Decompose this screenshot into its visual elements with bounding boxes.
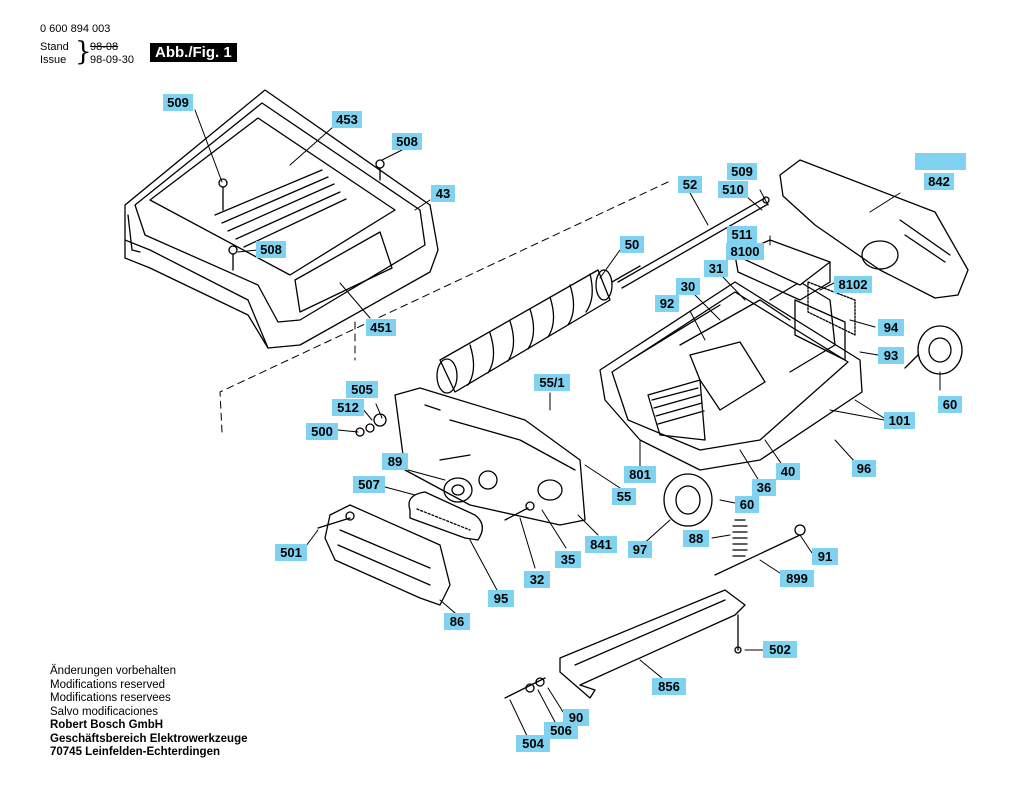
cover-housing — [124, 89, 439, 349]
callout-50[interactable]: 50 — [620, 236, 644, 253]
callout-60[interactable]: 60 — [938, 396, 962, 413]
callout-95[interactable]: 95 — [488, 590, 514, 607]
callout-86[interactable]: 86 — [444, 613, 470, 630]
wheel-front — [663, 473, 713, 527]
callout-453[interactable]: 453 — [332, 111, 362, 128]
callout-505[interactable]: 505 — [346, 381, 378, 398]
callout-93[interactable]: 93 — [878, 347, 904, 364]
callout-blank[interactable] — [915, 153, 966, 170]
screw-502 — [734, 614, 742, 654]
callout-511[interactable]: 511 — [727, 226, 757, 243]
callout-801[interactable]: 801 — [624, 466, 656, 483]
callout-89[interactable]: 89 — [382, 453, 408, 470]
callout-52[interactable]: 52 — [678, 176, 702, 193]
callout-55[interactable]: 55 — [612, 488, 636, 505]
callout-451[interactable]: 451 — [366, 319, 396, 336]
footer-notes: Änderungen vorbehalten Modifications res… — [50, 665, 248, 760]
spring-88 — [732, 519, 748, 557]
callout-504[interactable]: 504 — [516, 735, 550, 752]
callout-510[interactable]: 510 — [718, 181, 748, 198]
callout-35[interactable]: 35 — [555, 551, 581, 568]
callout-90[interactable]: 90 — [563, 709, 589, 726]
company-division: Geschäftsbereich Elektrowerkzeuge — [50, 732, 248, 745]
callout-60[interactable]: 60 — [735, 496, 759, 513]
belt-cover — [324, 504, 451, 606]
base-housing — [599, 281, 863, 471]
side-plate — [394, 387, 586, 526]
callout-40[interactable]: 40 — [776, 463, 800, 480]
callout-841[interactable]: 841 — [585, 536, 617, 553]
issue-date: 98-09-30 — [90, 54, 135, 66]
callout-502[interactable]: 502 — [763, 641, 797, 658]
assembly-dash-line — [219, 181, 669, 433]
screw-501 — [317, 511, 355, 529]
footer-line: Modifications reserved — [50, 678, 166, 691]
figure-tag: Abb./Fig. 1 — [150, 43, 237, 62]
callout-36[interactable]: 36 — [752, 479, 776, 496]
screw-32 — [504, 501, 535, 521]
callout-30[interactable]: 30 — [676, 278, 700, 295]
callout-91[interactable]: 91 — [812, 548, 838, 565]
callout-509[interactable]: 509 — [163, 94, 193, 111]
screw-508-mid — [228, 245, 238, 271]
company-name: Robert Bosch GmbH — [50, 719, 164, 731]
callout-55-1[interactable]: 55/1 — [534, 374, 570, 391]
callout-94[interactable]: 94 — [878, 319, 904, 336]
callout-31[interactable]: 31 — [704, 260, 728, 277]
wheel-rear — [904, 325, 963, 375]
callout-899[interactable]: 899 — [780, 570, 814, 587]
callout-8102[interactable]: 8102 — [834, 276, 872, 293]
footer-line: Salvo modificaciones — [50, 705, 159, 718]
callout-43[interactable]: 43 — [431, 185, 455, 202]
callout-97[interactable]: 97 — [628, 541, 652, 558]
callout-508[interactable]: 508 — [256, 241, 286, 258]
callout-101[interactable]: 101 — [884, 412, 915, 429]
part-number: 0 600 894 003 — [40, 23, 111, 35]
brace-glyph: } — [75, 37, 92, 67]
callout-506[interactable]: 506 — [544, 722, 578, 739]
rod-899 — [714, 524, 806, 576]
callout-842[interactable]: 842 — [924, 173, 954, 190]
sanding-drum — [436, 265, 641, 394]
callout-32[interactable]: 32 — [524, 571, 550, 588]
callout-500[interactable]: 500 — [306, 423, 338, 440]
callout-856[interactable]: 856 — [652, 678, 686, 695]
callout-512[interactable]: 512 — [332, 399, 364, 416]
side-guard — [779, 159, 969, 299]
screw-509-top — [218, 178, 228, 211]
shaft-52 — [617, 196, 770, 289]
leader-lines — [194, 109, 941, 739]
callout-508[interactable]: 508 — [392, 133, 422, 150]
callout-88[interactable]: 88 — [683, 530, 709, 547]
company-address: 70745 Leinfelden-Echterdingen — [50, 746, 220, 758]
old-date: 98-08 — [90, 41, 119, 53]
roller-frame — [559, 589, 746, 699]
screw-508-top — [375, 159, 385, 181]
callout-509[interactable]: 509 — [727, 163, 757, 180]
callout-8100[interactable]: 8100 — [726, 243, 764, 260]
issue-label: Issue — [40, 54, 67, 66]
callout-507[interactable]: 507 — [353, 476, 385, 493]
screw-set-504 — [504, 677, 546, 699]
stand-label: Stand — [40, 41, 69, 53]
callout-96[interactable]: 96 — [852, 460, 876, 477]
footer-line: Modifications reservees — [50, 692, 171, 704]
callout-501[interactable]: 501 — [275, 544, 307, 561]
footer-line: Änderungen vorbehalten — [50, 665, 176, 677]
callout-92[interactable]: 92 — [655, 295, 679, 312]
belt-pulley — [443, 477, 473, 503]
drive-belt — [408, 491, 483, 541]
